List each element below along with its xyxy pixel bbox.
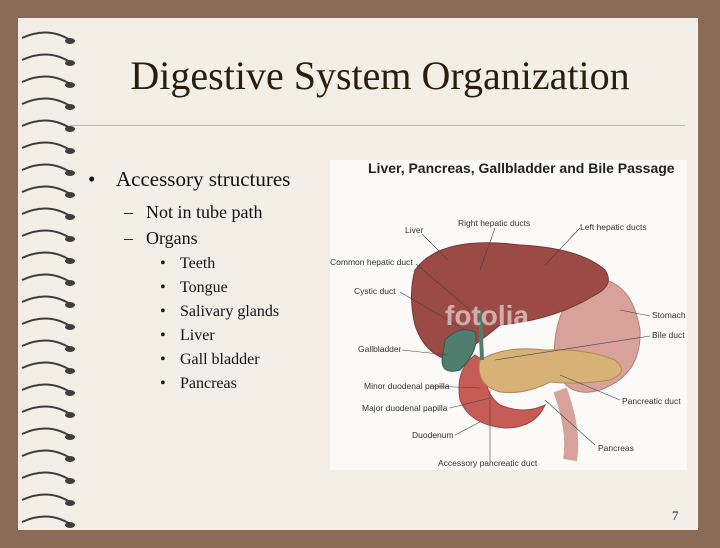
organ-text: Pancreas [180,375,237,392]
sub-bullet-text: Organs [146,228,198,248]
bile-duct-shape [478,309,484,361]
pancreas-shape [478,348,622,393]
bullet-list: •Accessory structures –Not in tube path … [88,167,328,398]
organ-item: •Teeth [160,255,216,272]
label-major-duodenal-papilla: Major duodenal papilla [362,403,448,413]
organ-text: Teeth [180,255,216,272]
label-pancreatic-duct: Pancreatic duct [622,396,681,406]
bullet-item: •Accessory structures [88,167,291,191]
slide-title: Digestive System Organization [130,53,630,98]
label-stomach: Stomach [652,310,686,320]
organ-item: •Gall bladder [160,351,260,368]
anatomy-figure: Liver, Pancreas, Gallbladder and Bile Pa… [330,160,687,470]
anatomy-illustration [399,227,651,462]
gallbladder-shape [441,329,477,372]
figure-title: Liver, Pancreas, Gallbladder and Bile Pa… [368,160,675,176]
organ-item: •Salivary glands [160,303,280,320]
organ-text: Liver [180,327,215,344]
sub-bullet-text: Not in tube path [146,202,263,222]
label-left-hepatic-ducts: Left hepatic ducts [580,222,647,232]
label-gallbladder: Gallbladder [358,344,402,354]
label-cystic-duct: Cystic duct [354,286,396,296]
sub-bullet-item: –Not in tube path [124,202,263,222]
sub-bullet-item: –Organs [124,228,198,248]
watermark: fotolia [445,300,529,331]
spiral-binding [21,31,75,528]
label-common-hepatic-duct: Common hepatic duct [330,257,413,267]
organ-text: Salivary glands [180,303,280,320]
label-minor-duodenal-papilla: Minor duodenal papilla [364,381,450,391]
label-accessory-pancreatic-duct: Accessory pancreatic duct [438,458,538,468]
label-pancreas: Pancreas [598,443,634,453]
label-duodenum: Duodenum [412,430,454,440]
organ-item: •Tongue [160,279,228,296]
organ-text: Tongue [180,279,228,296]
label-bile-duct: Bile duct [652,330,685,340]
intestine-shape [553,387,579,462]
label-liver: Liver [405,225,424,235]
organ-item: •Liver [160,327,215,344]
title-divider [70,125,685,126]
label-right-hepatic-ducts: Right hepatic ducts [458,218,531,228]
bullet-text: Accessory structures [116,167,291,191]
organ-item: •Pancreas [160,375,237,392]
organ-text: Gall bladder [180,351,260,368]
slide: Digestive System Organization •Accessory… [18,18,698,530]
page-number: 7 [672,508,679,523]
